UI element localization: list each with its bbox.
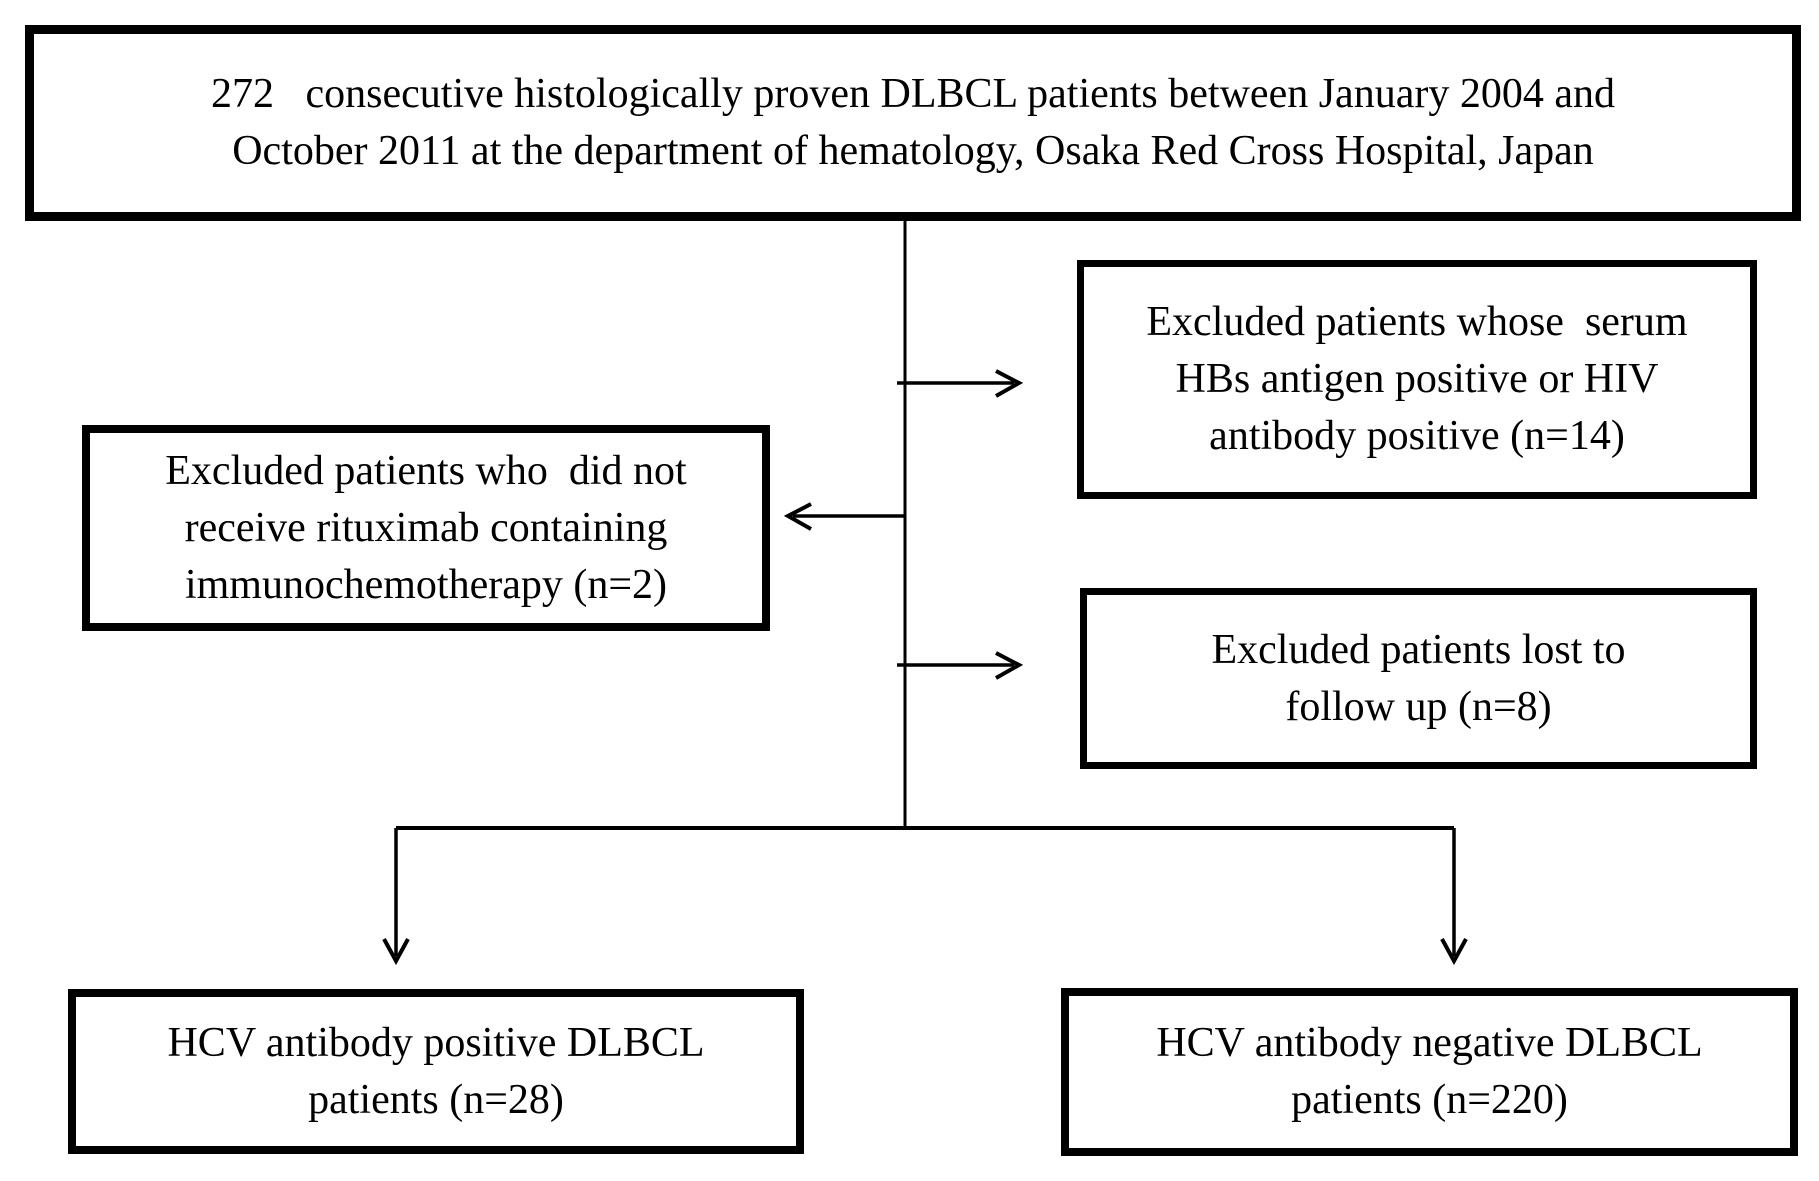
box-text-line: antibody positive (n=14)	[1209, 413, 1625, 459]
box-text-line: Excluded patients lost to	[1211, 626, 1626, 673]
box-text-line: Excluded patients who did not	[165, 447, 687, 494]
box-text-line: HCV antibody negative DLBCL	[1156, 1020, 1703, 1066]
arrowhead-right-hbs-icon	[995, 369, 1024, 398]
box-text-line: Excluded patients whose serum	[1146, 299, 1688, 345]
arrowhead-down-hcv-negative-icon	[1440, 938, 1468, 966]
box-text-line: receive rituximab containing	[184, 504, 668, 551]
excluded-hbs-hiv-box: Excluded patients whose serum HBs antige…	[1077, 260, 1757, 499]
box-text-line: patients (n=220)	[1291, 1077, 1568, 1123]
hcv-positive-box: HCV antibody positive DLBCL patients (n=…	[68, 989, 804, 1154]
excluded-rituximab-box: Excluded patients who did not receive ri…	[82, 425, 770, 631]
box-text-line: HBs antigen positive or HIV	[1175, 356, 1659, 402]
arrowhead-down-hcv-positive-icon	[382, 938, 410, 966]
box-text-line: patients (n=28)	[308, 1076, 564, 1123]
box-text-line: October 2011 at the department of hemato…	[232, 128, 1594, 174]
arrowhead-right-followup-icon	[995, 651, 1024, 680]
box-text-line: 272 consecutive histologically proven DL…	[211, 71, 1615, 117]
box-text-line: HCV antibody positive DLBCL	[167, 1019, 705, 1066]
box-text-line: follow up (n=8)	[1285, 683, 1552, 730]
excluded-lost-followup-box: Excluded patients lost to follow up (n=8…	[1080, 588, 1757, 769]
box-text-line: immunochemotherapy (n=2)	[184, 561, 668, 608]
arrowhead-left-rituximab-icon	[783, 502, 812, 531]
total-patients-box: 272 consecutive histologically proven DL…	[25, 25, 1801, 221]
hcv-negative-box: HCV antibody negative DLBCL patients (n=…	[1061, 988, 1798, 1156]
